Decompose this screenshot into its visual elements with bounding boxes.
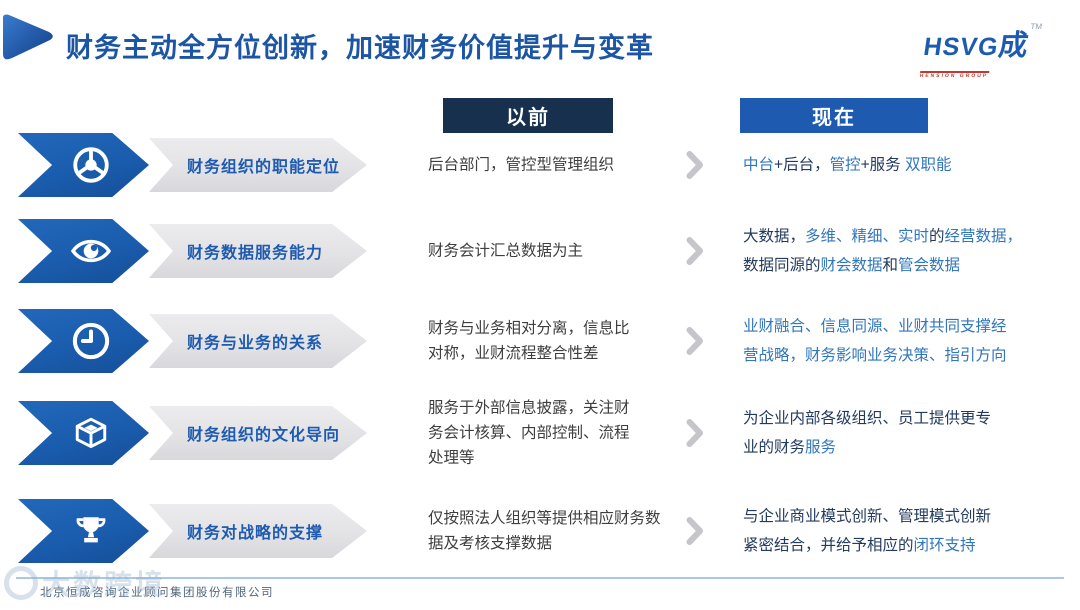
row-label-arrow: 财务数据服务能力 (149, 224, 367, 278)
row-label: 财务数据服务能力 (187, 245, 324, 262)
transformation-row: 财务与业务的关系 财务与业务相对分离，信息比 对称，业财流程整合性差 业财融合、… (0, 309, 1080, 373)
steering-wheel-icon (69, 143, 113, 187)
before-text: 后台部门，管控型管理组织 (428, 156, 615, 174)
footer-company: 北京恒成咨询企业顾问集团股份有限公司 (40, 587, 274, 599)
watermark-text: 大数跨境 (42, 569, 167, 600)
row-label: 财务与业务的关系 (187, 335, 324, 352)
row-icon-arrow (18, 219, 149, 283)
chevron-right-icon (686, 237, 704, 265)
chevron-right-icon (686, 517, 704, 545)
before-text: 财务与业务相对分离，信息比 对称，业财流程整合性差 (428, 320, 630, 362)
transformation-row: 财务数据服务能力 财务会计汇总数据为主 大数据，多维、精细、实时的经营数据， 数… (0, 219, 1080, 283)
column-header-now: 现在 (740, 98, 928, 133)
before-text: 服务于外部信息披露，关注财 务会计核算、内部控制、流程 处理等 (428, 399, 630, 467)
eye-icon (69, 229, 113, 273)
trophy-icon (69, 509, 113, 553)
row-icon-arrow (18, 309, 149, 373)
now-text: 大数据，多维、精细、实时的经营数据， 数据同源的财会数据和管会数据 (743, 228, 1023, 274)
transformation-row: 财务组织的职能定位 后台部门，管控型管理组织 中台+后台，管控+服务 双职能 (0, 133, 1080, 197)
row-label-arrow: 财务与业务的关系 (149, 314, 367, 368)
chevron-right-icon (686, 327, 704, 355)
before-text: 仅按照法人组织等提供相应财务数 据及考核支撑数据 (428, 510, 661, 552)
transformation-row: 财务对战略的支撑 仅按照法人组织等提供相应财务数 据及考核支撑数据 与企业商业模… (0, 499, 1080, 563)
row-icon-arrow (18, 499, 149, 563)
row-label: 财务组织的文化导向 (187, 427, 341, 444)
watermark-ring-icon (4, 566, 38, 600)
row-icon-arrow (18, 401, 149, 465)
transformation-row: 财务组织的文化导向 服务于外部信息披露，关注财 务会计核算、内部控制、流程 处理… (0, 400, 1080, 467)
row-label: 财务组织的职能定位 (187, 159, 341, 176)
now-text: 中台+后台，管控+服务 双职能 (743, 156, 952, 174)
column-header-before: 以前 (443, 98, 613, 133)
cube-icon (69, 411, 113, 455)
before-text: 财务会计汇总数据为主 (428, 242, 584, 260)
row-label-arrow: 财务组织的文化导向 (149, 406, 367, 460)
chevron-right-icon (686, 419, 704, 447)
row-icon-arrow (18, 133, 149, 197)
row-label: 财务对战略的支撑 (187, 525, 324, 542)
chevron-right-icon (686, 151, 704, 179)
now-text: 与企业商业模式创新、管理模式创新 紧密结合，并给予相应的闭环支持 (743, 508, 992, 554)
clock-icon (69, 319, 113, 363)
watermark: 大数跨境 (4, 563, 166, 603)
title-arrow-icon (0, 12, 58, 62)
row-label-arrow: 财务对战略的支撑 (149, 504, 367, 558)
now-text: 为企业内部各级组织、员工提供更专 业的财务服务 (743, 410, 992, 456)
page-title: 财务主动全方位创新，加速财务价值提升与变革 (66, 33, 654, 63)
row-label-arrow: 财务组织的职能定位 (149, 138, 367, 192)
now-text: 业财融合、信息同源、业财共同支撑经 营战略，财务影响业务决策、指引方向 (743, 318, 1007, 364)
footer-divider (16, 577, 1064, 579)
